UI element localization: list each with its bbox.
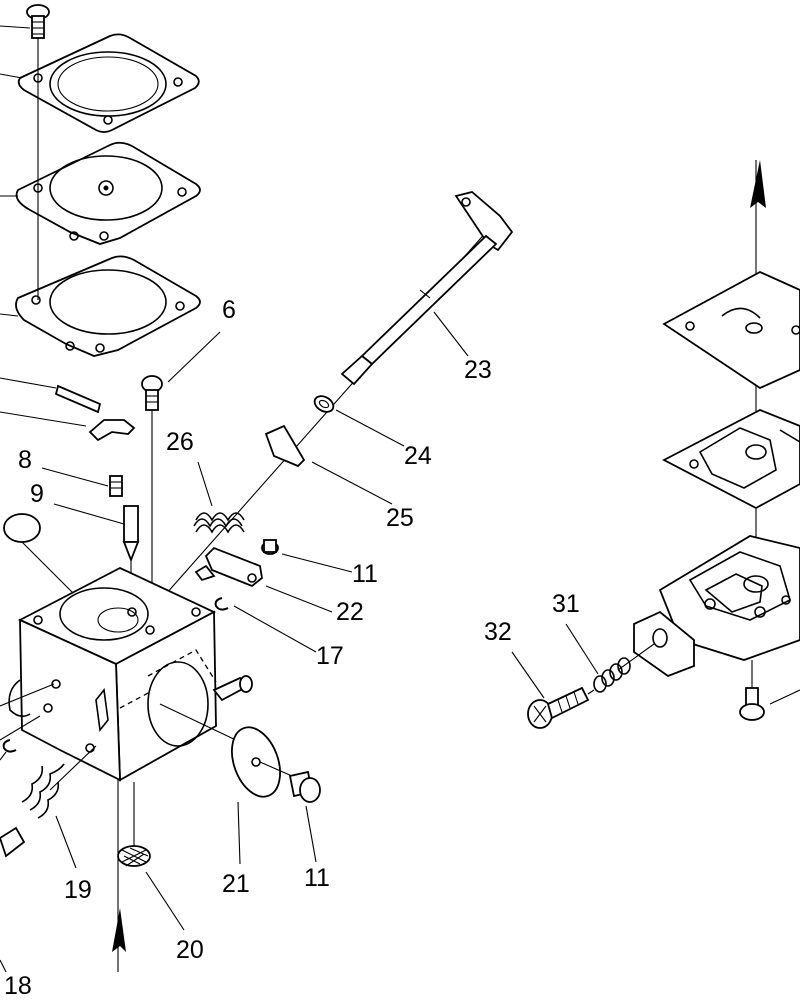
part-11-small-screw [261,539,279,555]
part-top-screw [0,4,50,39]
callout-19: 19 [64,876,92,904]
callout-11-lower: 11 [304,864,330,892]
callout-25: 25 [386,504,414,532]
callout-21: 21 [222,870,250,898]
part-25-throttle-plate [264,424,306,468]
callout-11-upper: 11 [352,560,378,588]
callout-6: 6 [222,296,236,324]
part-17-clip [214,597,229,611]
part-8-spring [109,475,123,497]
part-11-screw-lower [288,770,321,803]
part-24-washer [313,395,335,413]
part-right-bottom-screw [739,687,800,721]
callout-9: 9 [30,480,44,508]
part-welch-plug [3,513,101,621]
part-carburetor-body [0,566,253,782]
part-32-needle-screw [527,686,595,729]
part-31-spring [593,657,631,693]
callout-20: 20 [176,936,204,964]
part-22-lever [194,546,263,588]
part-cover-plate [0,33,200,133]
callout-23: 23 [464,356,492,384]
part-20-filter [117,782,151,867]
part-inlet-lever [0,377,136,442]
callout-31: 31 [552,590,580,618]
leader-lines [0,311,599,973]
part-18-pin [0,739,26,858]
callout-17: 17 [316,642,344,670]
callout-24: 24 [404,442,432,470]
part-21-disc [231,726,293,798]
part-adjuster-housing [617,610,695,678]
part-23-throttle-shaft [149,191,514,613]
part-19-spring [21,745,97,819]
callout-8: 8 [18,446,32,474]
part-26-spring [193,512,245,534]
callout-32: 32 [484,618,512,646]
part-gasket [0,255,201,357]
flow-arrow-left [112,780,126,972]
callout-22: 22 [336,598,364,626]
callout-18: 18 [4,972,32,1000]
callout-26: 26 [166,428,194,456]
part-right-gasket-lower [662,409,800,510]
part-diaphragm [0,141,201,245]
part-right-gasket-upper [662,270,800,390]
